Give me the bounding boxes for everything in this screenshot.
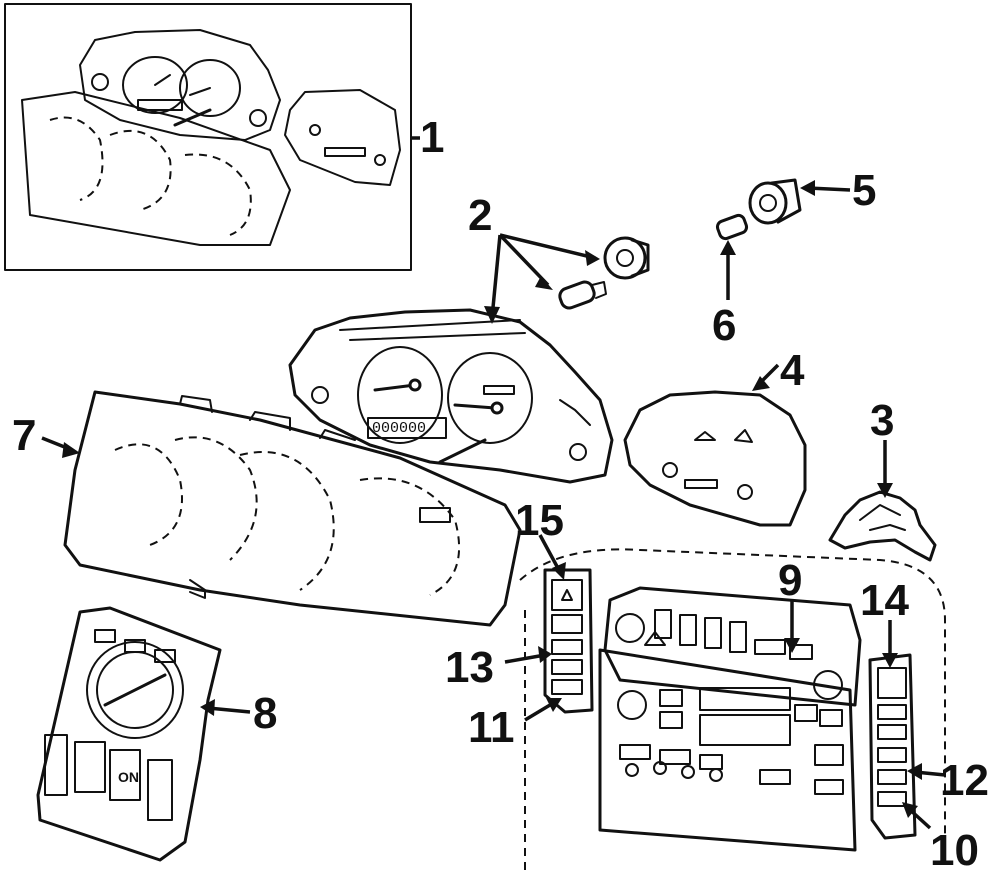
callout-labels: 1 2 5 6 4 3 7 15 9 14 13 8 11 12 10 <box>12 113 989 873</box>
callout-5: 5 <box>852 166 876 215</box>
callout-15: 15 <box>515 496 564 545</box>
callout-10: 10 <box>930 826 979 873</box>
cluster-lens <box>63 390 522 627</box>
tachometer-dial <box>447 352 533 444</box>
callout-4: 4 <box>780 346 805 395</box>
bulb-socket-5 <box>748 178 802 225</box>
speedometer-dial <box>357 346 443 444</box>
inset-cluster <box>79 29 281 141</box>
bulb-6 <box>715 213 749 241</box>
callout-11: 11 <box>468 703 515 752</box>
callout-6: 6 <box>712 301 736 350</box>
svg-text:ON: ON <box>118 769 139 785</box>
rear-housing <box>623 390 807 527</box>
headlamp-switch: ON <box>36 606 222 862</box>
leaders <box>41 180 946 830</box>
callout-13: 13 <box>445 643 494 692</box>
callout-7: 7 <box>12 411 36 460</box>
radio-unit <box>598 648 857 852</box>
trip-reset-stem <box>438 438 487 464</box>
callout-3: 3 <box>870 396 894 445</box>
bulb-2 <box>558 280 607 310</box>
inset-lens <box>21 91 291 246</box>
odometer-display: 000000 <box>372 420 426 437</box>
callout-9: 9 <box>778 556 802 605</box>
bulb-socket-2 <box>603 236 650 280</box>
dash-trim-bezel <box>519 548 946 870</box>
callout-1: 1 <box>420 113 444 162</box>
mounting-clip <box>828 490 937 562</box>
inset-housing <box>284 89 401 186</box>
callout-8: 8 <box>253 689 277 738</box>
main-cluster: 000000 <box>288 308 614 484</box>
callout-2: 2 <box>468 191 492 240</box>
callout-12: 12 <box>940 756 989 805</box>
inset-box-assembly <box>4 3 420 271</box>
callout-14: 14 <box>860 576 909 625</box>
